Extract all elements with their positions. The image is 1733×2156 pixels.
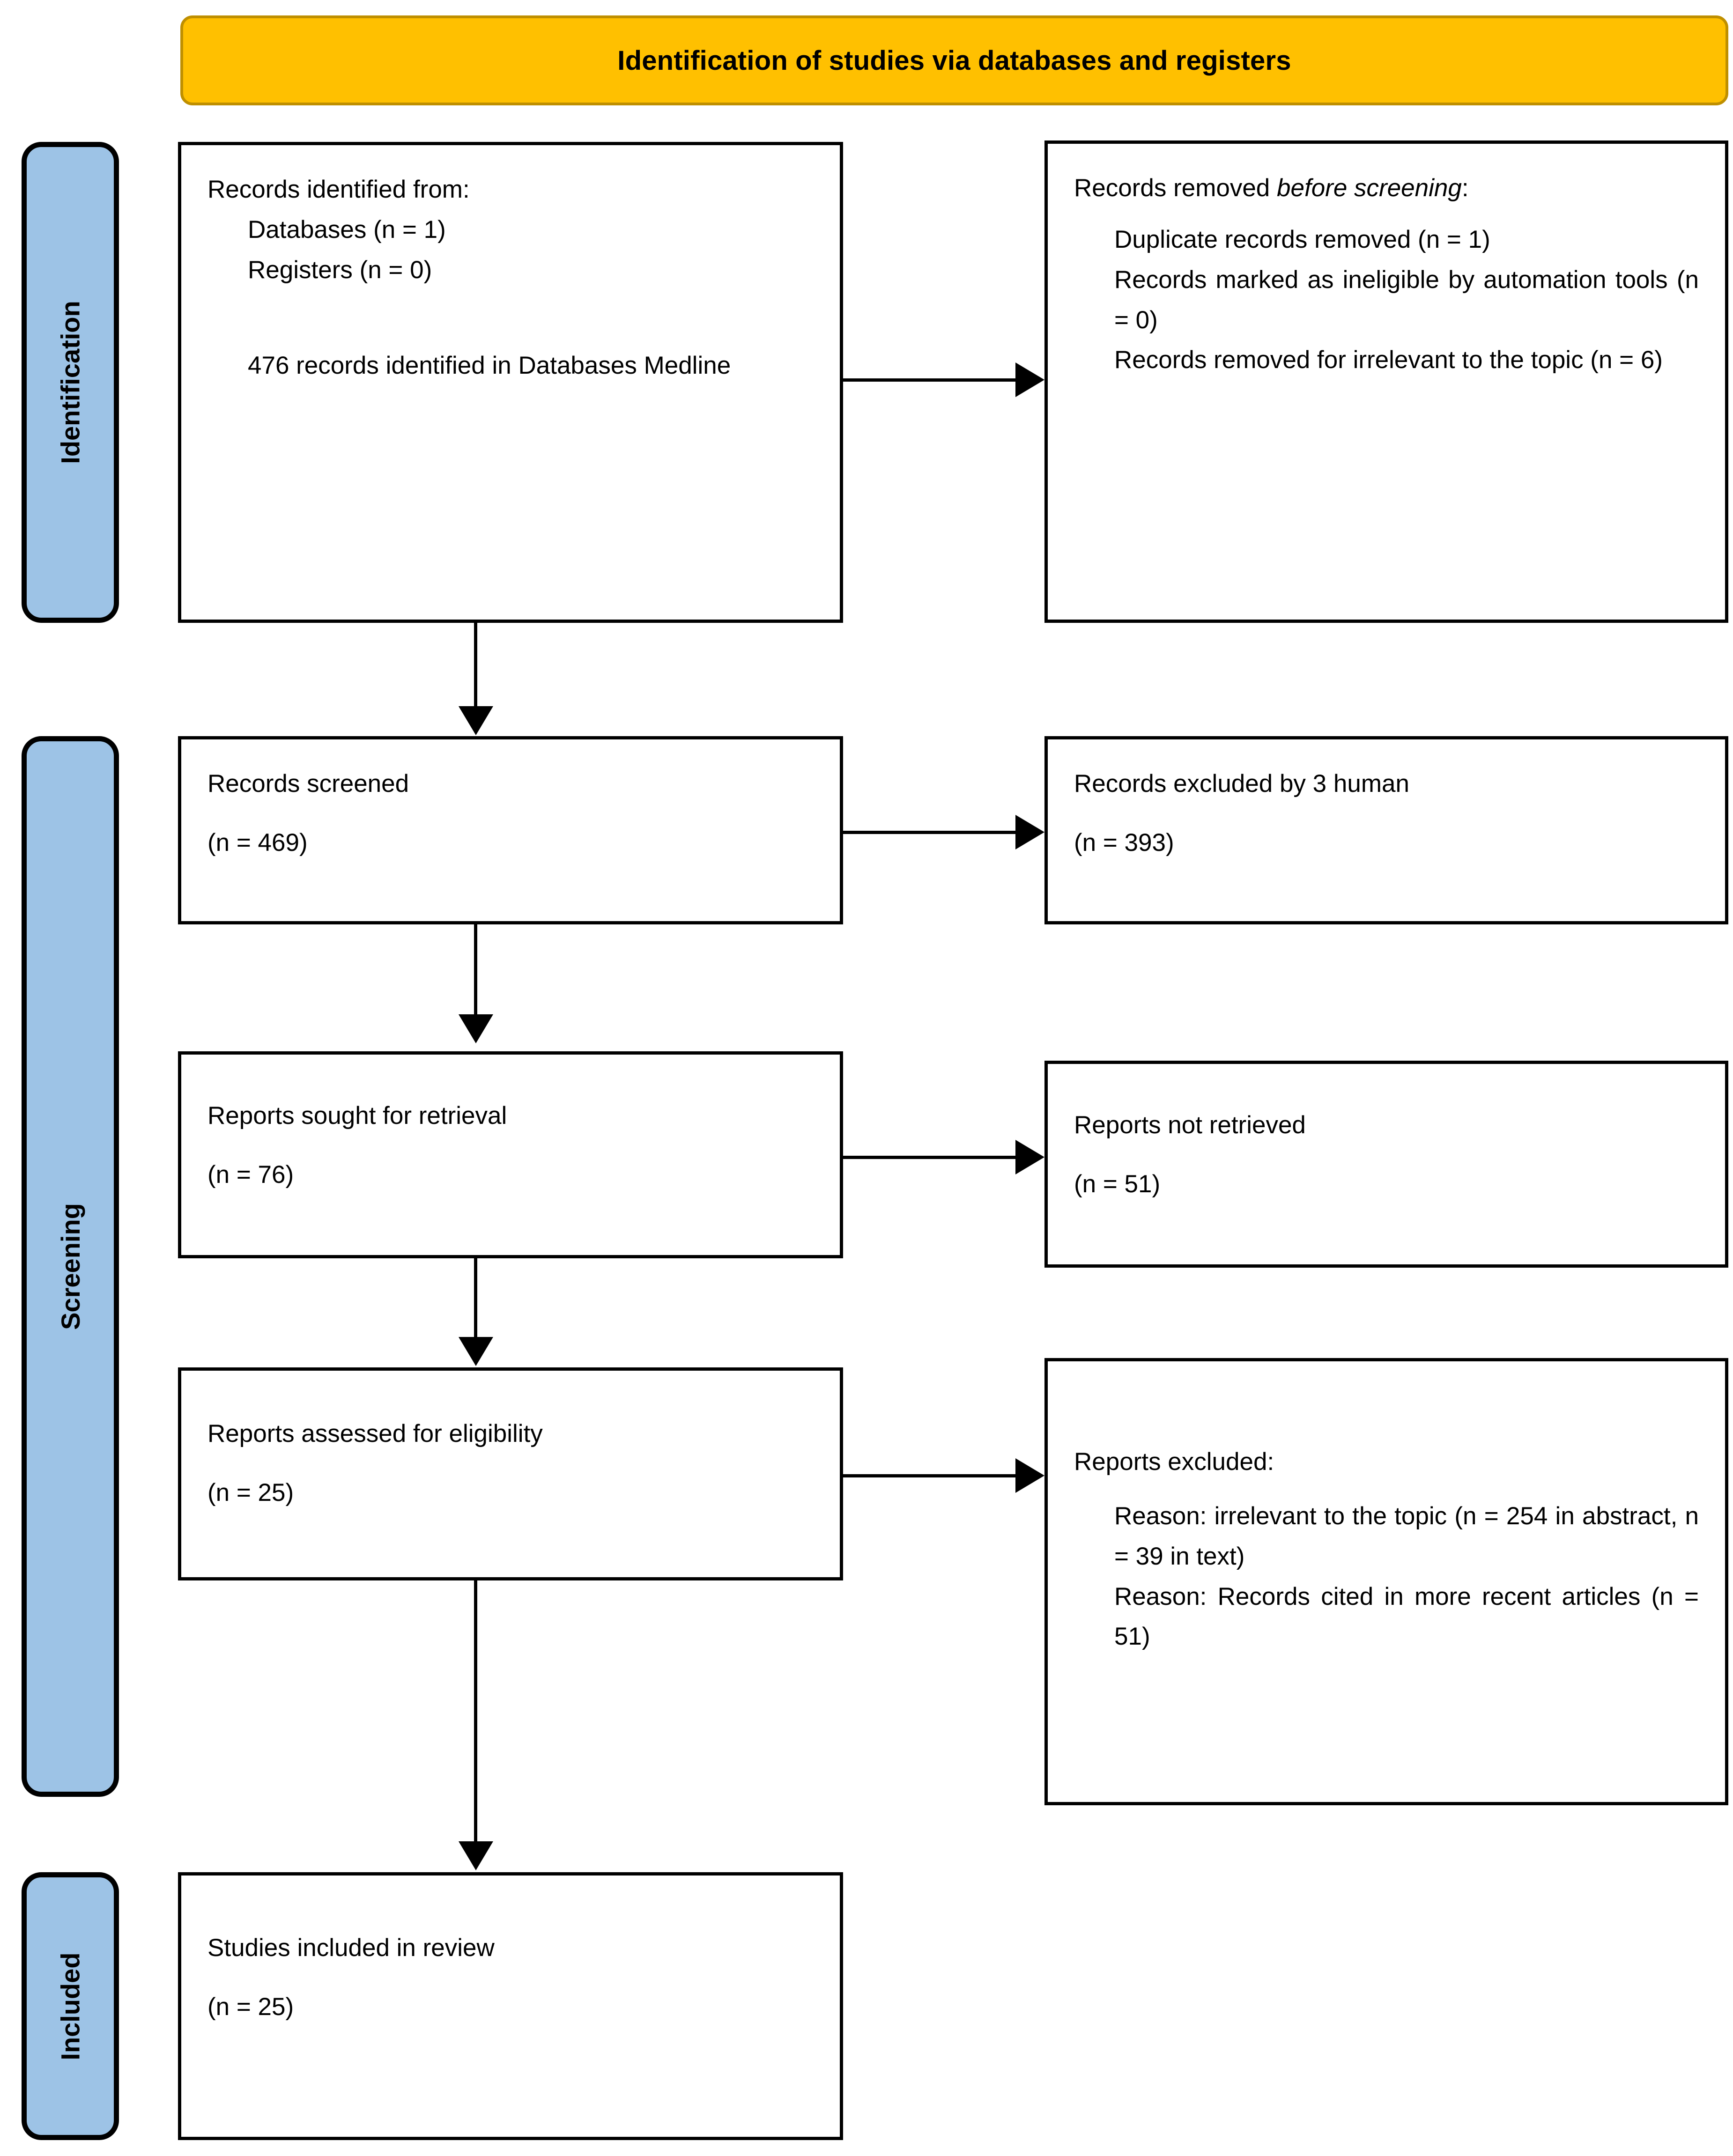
connector-identified-to-removed-arrow [1015, 362, 1044, 397]
box-records-screened: Records screened (n = 469) [178, 736, 843, 924]
box-studies-included: Studies included in review (n = 25) [178, 1872, 843, 2140]
connector-identified-to-removed-line [843, 378, 1016, 382]
connector-assessed-to-excluded-line [843, 1474, 1016, 1477]
connector-sought-to-not-retrieved-line [843, 1156, 1016, 1159]
records-removed-duplicate: Duplicate records removed (n = 1) [1114, 225, 1490, 253]
studies-included-title: Studies included in review [207, 1934, 495, 1962]
reports-not-retrieved-title: Reports not retrieved [1074, 1111, 1306, 1139]
banner-title: Identification of studies via databases … [617, 45, 1291, 76]
stage-label-included-text: Included [55, 1952, 85, 2060]
records-identified-databases: Databases (n = 1) [248, 215, 446, 244]
stage-label-screening-text: Screening [55, 1203, 85, 1330]
records-excluded-title: Records excluded by 3 human [1074, 770, 1409, 797]
records-identified-heading: Records identified from: [207, 176, 470, 203]
records-screened-title: Records screened [207, 770, 409, 797]
records-removed-irrelevant: Records removed for irrelevant to the to… [1114, 346, 1663, 374]
box-records-identified: Records identified from: Databases (n = … [178, 142, 843, 623]
connector-screened-to-sought-arrow [459, 1014, 493, 1043]
records-removed-heading-colon: : [1461, 174, 1469, 202]
connector-screened-to-excluded-line [843, 831, 1016, 834]
connector-assessed-to-included-arrow [459, 1841, 493, 1870]
studies-included-count: (n = 25) [207, 1993, 294, 2021]
connector-sought-to-assessed-arrow [459, 1337, 493, 1366]
diagram-banner: Identification of studies via databases … [180, 15, 1728, 105]
connector-assessed-to-included-line [474, 1580, 477, 1843]
box-reports-assessed: Reports assessed for eligibility (n = 25… [178, 1367, 843, 1580]
stage-label-screening: Screening [22, 736, 119, 1797]
reports-assessed-count: (n = 25) [207, 1478, 294, 1506]
records-removed-heading: Records removed before screening: [1074, 168, 1699, 208]
connector-identified-to-screened-line [474, 623, 477, 708]
stage-label-included: Included [22, 1872, 119, 2140]
connector-screened-to-sought-line [474, 924, 477, 1016]
box-reports-excluded: Reports excluded: Reason: irrelevant to … [1044, 1358, 1728, 1805]
connector-assessed-to-excluded-arrow [1015, 1458, 1044, 1493]
records-identified-extra: 476 records identified in Databases Medl… [248, 351, 731, 379]
box-reports-not-retrieved: Reports not retrieved (n = 51) [1044, 1061, 1728, 1268]
reports-excluded-heading: Reports excluded: [1074, 1448, 1274, 1476]
records-removed-heading-italic: before screening [1277, 174, 1462, 202]
connector-sought-to-assessed-line [474, 1258, 477, 1339]
reports-sought-count: (n = 76) [207, 1160, 294, 1189]
records-removed-heading-plain: Records removed [1074, 174, 1277, 202]
connector-screened-to-excluded-arrow [1015, 815, 1044, 849]
records-removed-automation: Records marked as ineligible by automati… [1114, 266, 1699, 334]
records-identified-registers: Registers (n = 0) [248, 256, 432, 284]
reports-sought-title: Reports sought for retrieval [207, 1102, 507, 1130]
reports-not-retrieved-count: (n = 51) [1074, 1170, 1161, 1198]
records-screened-count: (n = 469) [207, 828, 308, 856]
stage-label-identification-text: Identification [55, 301, 85, 464]
connector-identified-to-screened-arrow [459, 706, 493, 735]
connector-sought-to-not-retrieved-arrow [1015, 1140, 1044, 1174]
box-records-excluded: Records excluded by 3 human (n = 393) [1044, 736, 1728, 924]
reports-excluded-reason-2: Reason: Records cited in more recent art… [1114, 1582, 1699, 1651]
reports-assessed-title: Reports assessed for eligibility [207, 1420, 543, 1447]
stage-label-identification: Identification [22, 142, 119, 623]
box-records-removed: Records removed before screening: Duplic… [1044, 140, 1728, 623]
reports-excluded-reason-1: Reason: irrelevant to the topic (n = 254… [1114, 1502, 1699, 1570]
records-excluded-count: (n = 393) [1074, 828, 1174, 856]
box-reports-sought: Reports sought for retrieval (n = 76) [178, 1051, 843, 1258]
